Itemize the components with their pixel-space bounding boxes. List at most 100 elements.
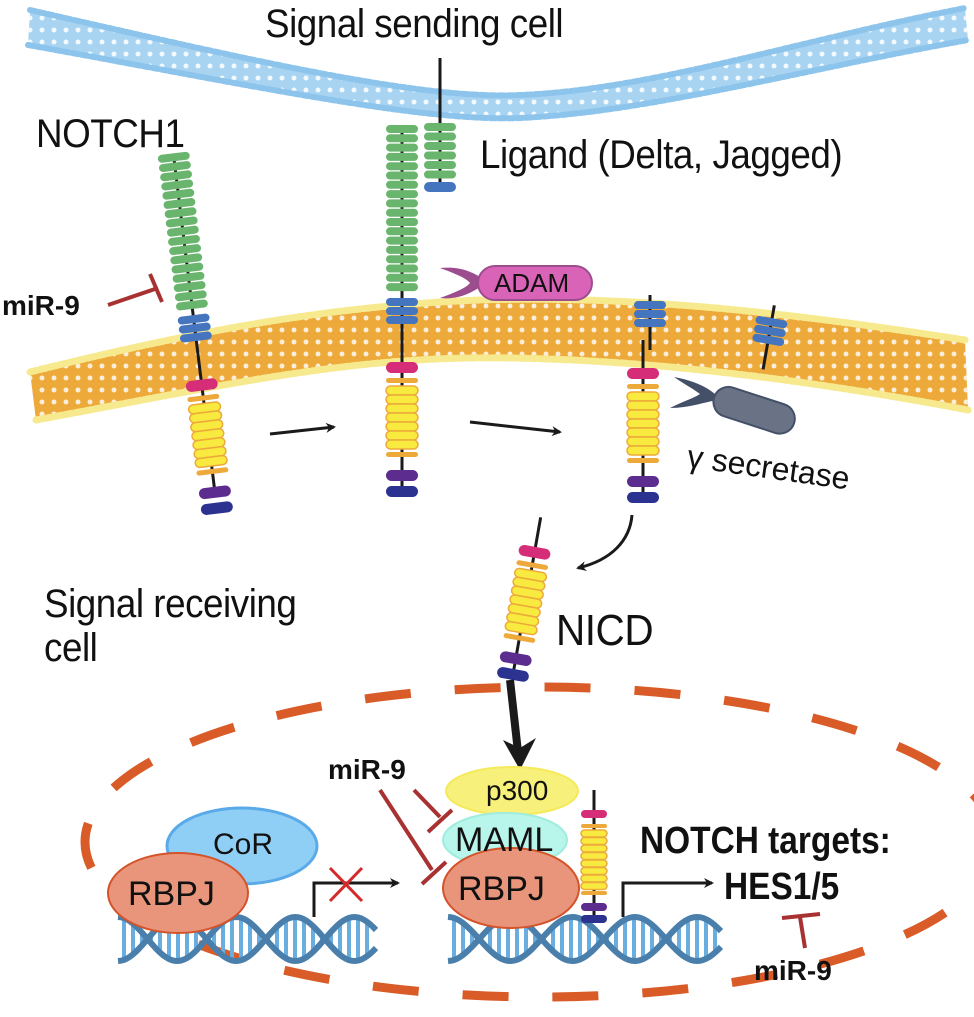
egf-repeat xyxy=(386,152,418,161)
ankyrin-repeat xyxy=(385,394,419,405)
egf-repeat xyxy=(386,143,418,152)
dna-helix-repressed xyxy=(117,913,379,965)
pest-domain xyxy=(581,915,607,923)
p300-label: p300 xyxy=(486,775,549,806)
ankyrin-repeat xyxy=(580,836,608,846)
egf-repeat xyxy=(171,262,204,274)
tad-domain xyxy=(386,470,418,481)
ankyrin-repeat xyxy=(385,385,419,396)
ankyrin-repeat xyxy=(626,391,660,402)
ligand-label: Ligand (Delta, Jagged) xyxy=(480,133,843,177)
linker xyxy=(516,560,549,570)
cor-label: CoR xyxy=(213,828,274,861)
ankyrin-repeat xyxy=(385,439,419,450)
egf-repeat xyxy=(386,236,418,245)
tad-domain xyxy=(627,476,659,487)
notch-targets-label: NOTCH targets: xyxy=(640,820,891,862)
nrr-domain xyxy=(386,298,418,306)
nrr-domain xyxy=(634,301,666,309)
nicd-label: NICD xyxy=(556,606,654,655)
egf-repeat xyxy=(386,218,418,226)
ram-domain xyxy=(581,810,607,818)
tad-domain xyxy=(499,651,532,666)
ankyrin-repeat xyxy=(580,874,608,883)
ankyrin-repeat xyxy=(504,620,538,636)
egf-repeat xyxy=(174,290,207,302)
egf-repeat xyxy=(386,162,418,171)
egf-repeat xyxy=(159,161,191,172)
pest-domain xyxy=(386,486,418,497)
egf-repeat xyxy=(386,227,418,236)
mir9-inhibition-notch1 xyxy=(107,273,164,307)
mir9-inhibition-maml xyxy=(412,788,454,834)
pest-domain xyxy=(627,492,659,503)
linker xyxy=(581,891,607,895)
process-arrow-1 xyxy=(269,422,336,436)
egf-repeat xyxy=(386,208,418,217)
ligand-egf-repeat xyxy=(424,151,456,160)
egf-repeat xyxy=(170,253,203,265)
egf-repeat xyxy=(173,281,206,292)
blocked-x-icon xyxy=(328,866,364,903)
maml-label: MAML xyxy=(455,821,554,859)
rbpj-repressed-protein xyxy=(107,852,249,934)
ligand-protein xyxy=(424,58,456,192)
dna-strand xyxy=(117,914,379,965)
ankyrin-repeat xyxy=(385,430,419,441)
nicd-bound xyxy=(580,790,608,923)
linker xyxy=(503,633,536,643)
rbpj-active-label: RBPJ xyxy=(458,870,545,908)
ankyrin-repeat xyxy=(580,829,608,838)
ligand-egf-repeat xyxy=(424,123,456,131)
egf-repeat xyxy=(386,283,418,292)
mir9-label-middle: miR-9 xyxy=(328,754,406,785)
egf-repeat xyxy=(160,170,192,182)
pest-domain xyxy=(200,501,233,515)
egf-repeat xyxy=(166,225,199,237)
pest-domain xyxy=(497,667,529,682)
receiving-cell-membrane xyxy=(26,295,972,424)
egf-repeat xyxy=(386,245,418,254)
ram-domain xyxy=(518,544,551,560)
adam-label: ADAM xyxy=(494,268,570,298)
linker xyxy=(187,393,220,403)
ram-domain xyxy=(185,378,218,392)
egf-repeat xyxy=(386,273,418,282)
nicd-fragment xyxy=(497,517,551,682)
nucleus-envelope xyxy=(80,682,974,1002)
translocation-arrowhead xyxy=(503,738,536,770)
ram-domain xyxy=(627,368,659,379)
ankyrin-repeat xyxy=(626,409,660,420)
mir9-label-bottom: miR-9 xyxy=(754,955,832,986)
linker xyxy=(386,452,418,457)
nrr-domain xyxy=(386,307,418,315)
mir9-inhibition-rbpj xyxy=(378,788,448,886)
ligand-egf-repeat xyxy=(424,170,456,179)
ankyrin-repeat xyxy=(626,418,660,429)
tad-domain xyxy=(581,903,607,911)
ankyrin-repeat xyxy=(385,412,419,423)
egf-repeat xyxy=(163,197,196,209)
egf-repeat xyxy=(169,244,202,256)
nrr-domain xyxy=(634,310,666,318)
egf-repeat xyxy=(176,299,208,311)
nuclear-translocation-arrow xyxy=(506,679,522,753)
ankyrin-repeat xyxy=(194,454,228,469)
egf-repeat xyxy=(162,188,195,200)
mir9-inhibition-hes xyxy=(781,912,821,949)
ankyrin-repeat xyxy=(580,844,608,853)
ankyrin-repeat xyxy=(580,881,608,891)
egf-repeat xyxy=(386,190,418,199)
nrr-domain xyxy=(178,322,211,334)
egf-repeat xyxy=(157,151,190,163)
nrr-domain xyxy=(179,331,212,343)
ligand-dsl-domain xyxy=(424,182,456,192)
ankyrin-repeat xyxy=(580,851,608,861)
egf-repeat xyxy=(165,216,198,228)
egf-repeat xyxy=(386,255,418,264)
notch1-label: NOTCH1 xyxy=(36,112,185,156)
signal-sending-cell-label: Signal sending cell xyxy=(265,2,564,46)
notch1-receptor-ligand-bound xyxy=(385,125,419,497)
adam-protease xyxy=(440,265,593,301)
